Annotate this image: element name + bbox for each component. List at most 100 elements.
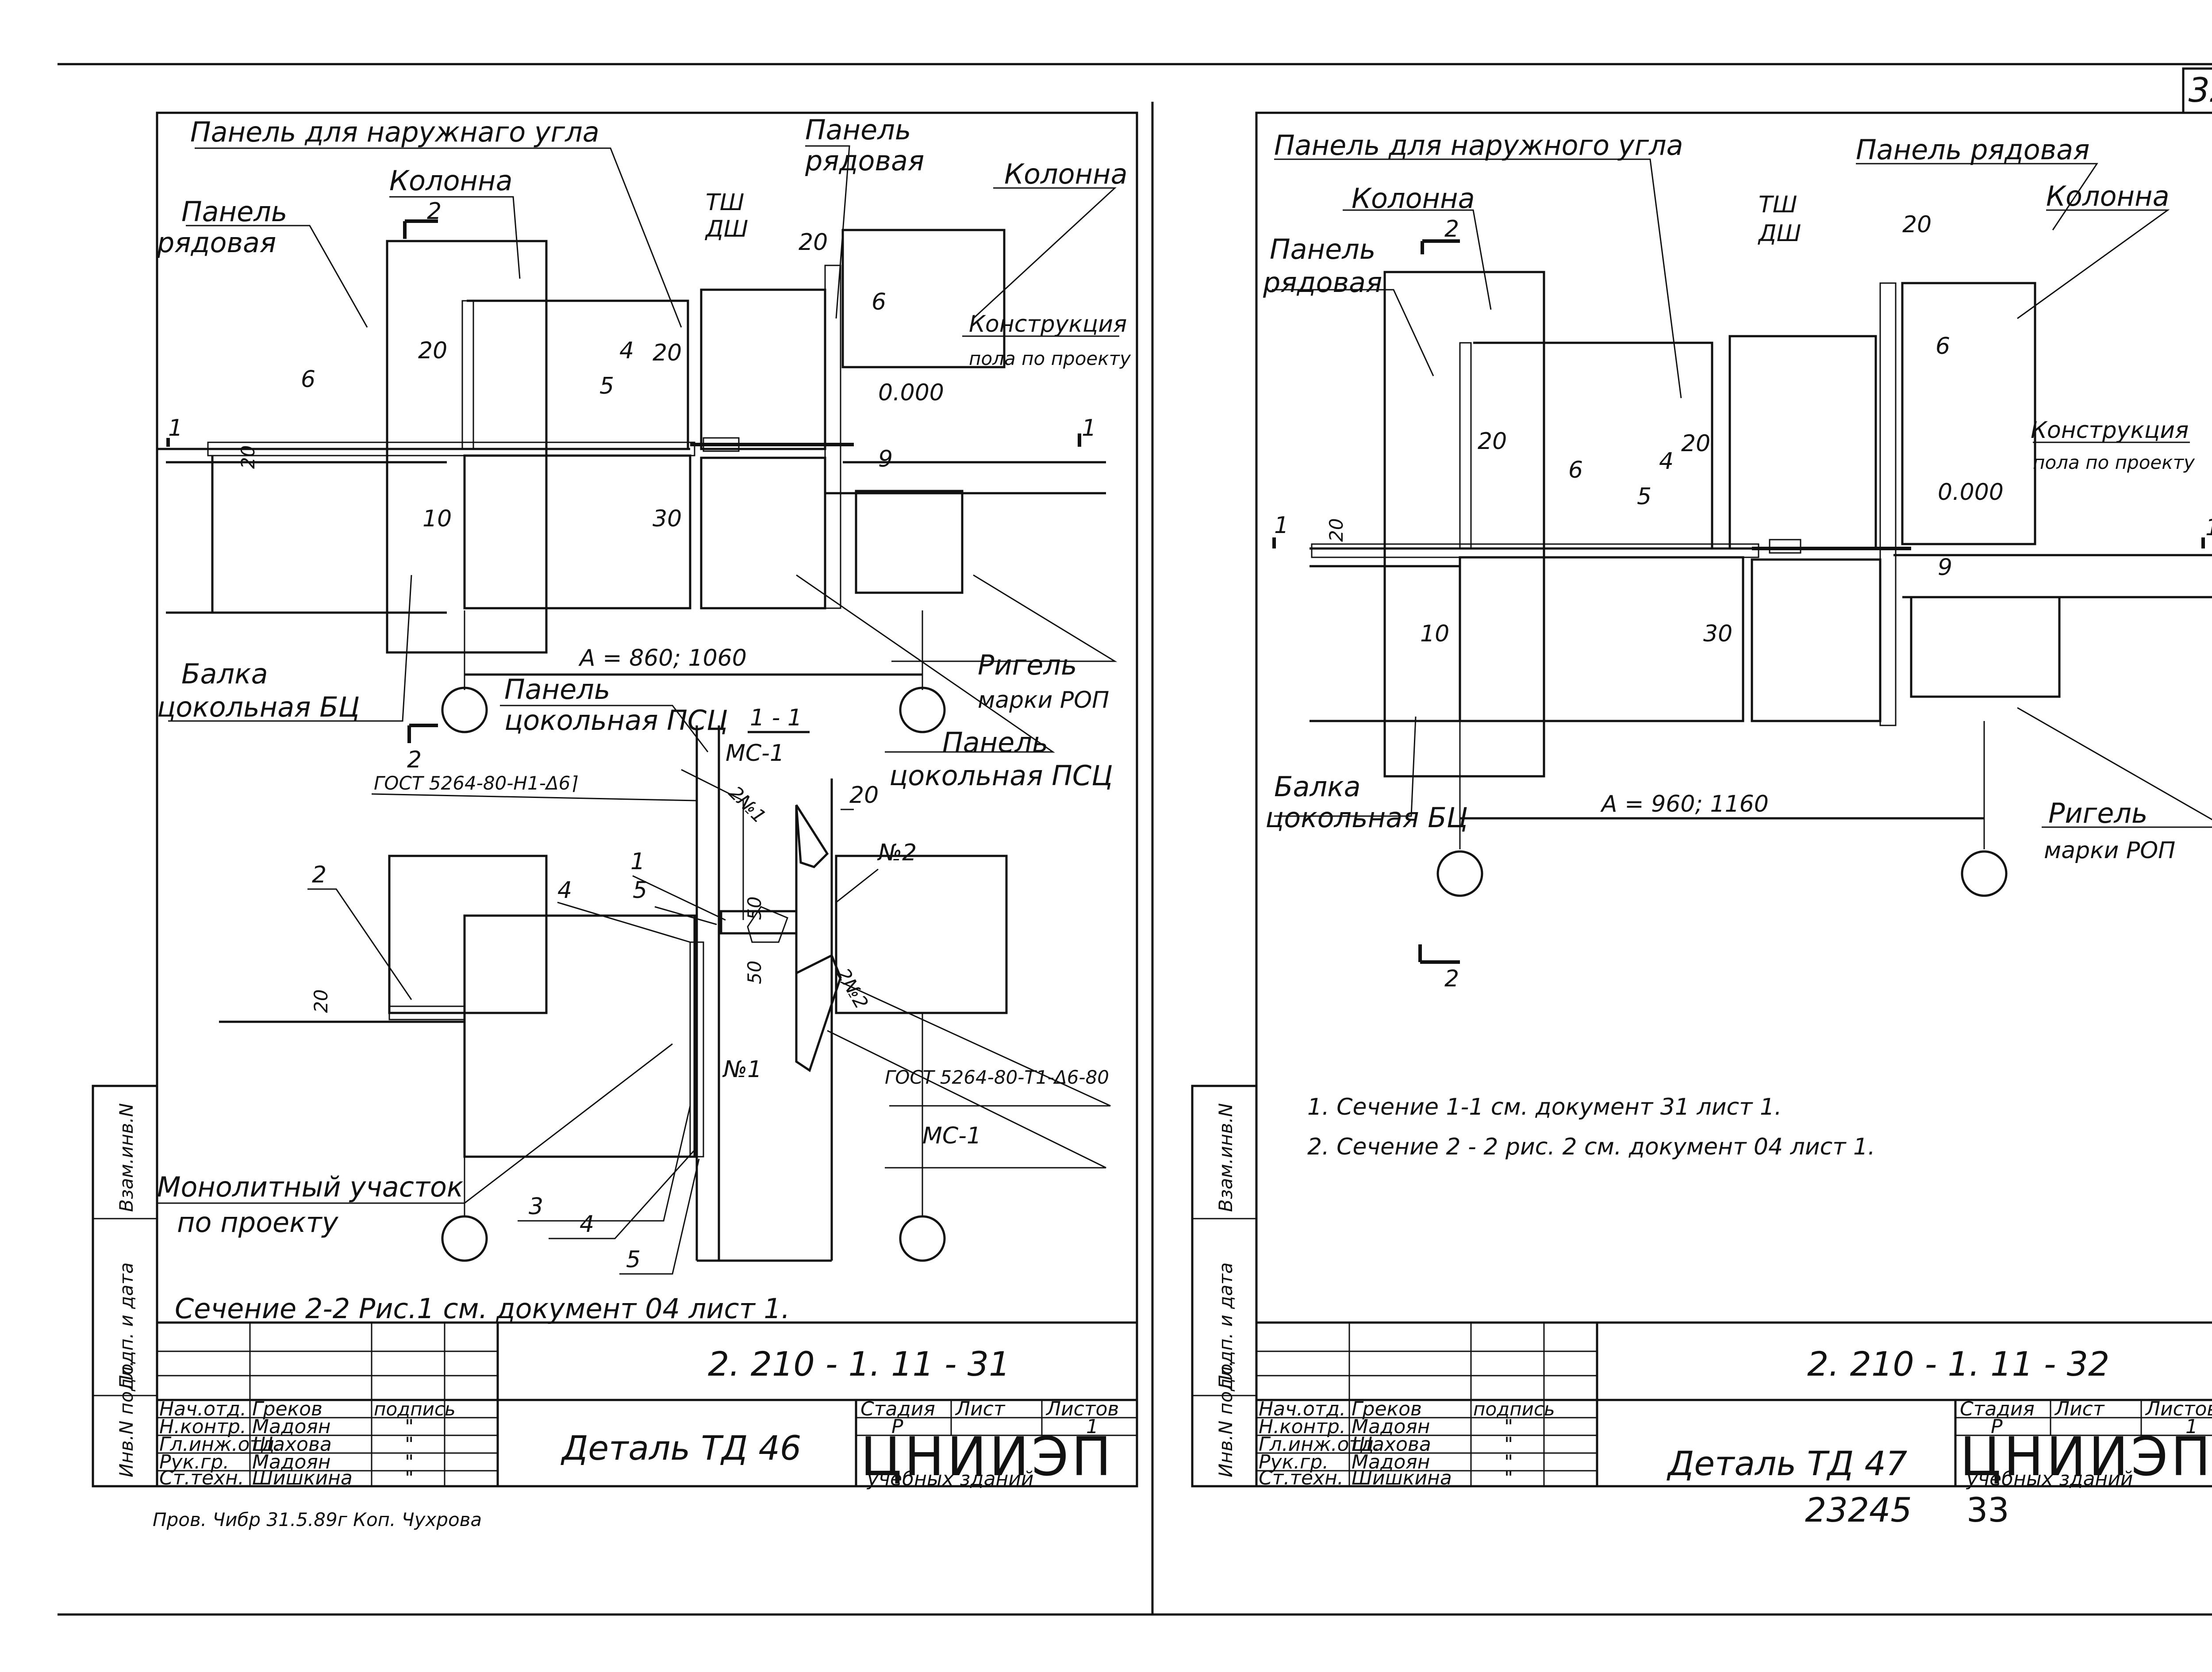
label-tsh: ТШ: [706, 189, 744, 216]
r-cut-mark-2-bottom: 2: [1444, 966, 1459, 992]
left-stage-header: Стадия: [860, 1398, 935, 1420]
stamp-sign-left: Подп. и дата: [115, 1262, 137, 1389]
label-level: 0.000: [878, 380, 944, 406]
label-plinth-panel-1: Панель: [504, 673, 610, 706]
right-side-stamp: [1191, 1085, 1258, 1488]
label-dsh: ДШ: [705, 216, 748, 242]
label-section-1-1: 1 - 1: [750, 705, 802, 731]
left-doc-code: 2. 210 - 1. 11 - 31: [708, 1344, 1010, 1384]
r-label-level: 0.000: [1938, 479, 2004, 506]
right-sign-2: ": [1504, 1433, 1513, 1456]
label-panel-outer-corner: Панель для наружнаго угла: [190, 116, 599, 148]
left-sheets: 1: [1086, 1415, 1098, 1438]
note-2: 2. Сечение 2 - 2 рис. 2 см. документ 04 …: [1307, 1134, 1875, 1160]
callout-5-bottom: 5: [626, 1246, 641, 1273]
r-label-construction-1: Конструкция: [2031, 417, 2189, 444]
left-frame: [156, 111, 1138, 1488]
label-mc1-top: МС-1: [726, 740, 784, 767]
label-gost-bottom: ГОСТ 5264-80-Т1-Δ6-80: [885, 1066, 1109, 1088]
dim-20-e: 20: [849, 782, 879, 809]
r-callout-5: 5: [1637, 483, 1651, 510]
label-2n1: 2№1: [725, 782, 770, 827]
callout-4-mid: 4: [557, 877, 572, 904]
label-panel-row-2: рядовая: [157, 226, 276, 259]
right-plan-detail: [1272, 158, 2212, 964]
right-role-4: Ст.техн.: [1259, 1467, 1344, 1489]
r-label-panel-row-2: рядовая: [1263, 266, 1382, 299]
label-construction-2: пола по проекту: [969, 348, 1131, 369]
label-monolith-2: по проекту: [177, 1206, 339, 1239]
left-footer: Пров. Чибр 31.5.89г Коп. Чухрова: [153, 1509, 482, 1530]
r-label-construction-2: пола по проекту: [2033, 452, 2195, 473]
label-monolith-1: Монолитный участок: [157, 1171, 464, 1203]
r-dim-20-c: 20: [1902, 211, 1932, 238]
label-beam-2: цокольная БЦ: [157, 691, 360, 723]
right-sheet-header: Лист: [2054, 1398, 2105, 1420]
r-dim-20-b: 20: [1681, 430, 1710, 457]
right-role-2: Гл.инж.отд.: [1259, 1433, 1380, 1456]
label-plinth-panel-r1: Панель: [942, 726, 1048, 759]
right-footer-left: 23245: [1805, 1490, 1912, 1530]
right-detail-title: Деталь ТД 47: [1667, 1444, 1907, 1483]
right-title-block: [1256, 1321, 2212, 1486]
label-girder-1: Ригель: [978, 649, 1077, 681]
left-name-3: Мадоян: [252, 1451, 331, 1473]
right-institute: ЦНИИЭП: [1960, 1427, 2212, 1488]
dim-20-b: 20: [653, 340, 682, 366]
r-label-column: Колонна: [1352, 182, 1475, 215]
cut-mark-2-bottom: 2: [407, 747, 422, 773]
left-detail-title: Деталь ТД 46: [561, 1428, 801, 1468]
r-label-dim-a: А = 960; 1160: [1600, 791, 1769, 817]
r-callout-4: 4: [1659, 448, 1674, 475]
r-label-beam-1: Балка: [1274, 771, 1361, 803]
r-label-girder-2: марки РОП: [2044, 837, 2175, 864]
right-name-1: Мадоян: [1352, 1415, 1430, 1438]
label-gost-top: ГОСТ 5264-80-Н1-Δ6⌉: [374, 772, 578, 794]
r-label-beam-2: цокольная БЦ: [1265, 801, 1468, 834]
r-cut-mark-2-top: 2: [1444, 216, 1459, 242]
r-label-panel-outer-corner: Панель для наружного угла: [1274, 129, 1683, 161]
r-callout-6-right: 6: [1936, 333, 1950, 360]
left-stage: Р: [891, 1415, 903, 1438]
right-doc-code: 2. 210 - 1. 11 - 32: [1807, 1344, 2109, 1384]
left-role-0: Нач.отд.: [159, 1398, 246, 1420]
right-sheets: 1: [2185, 1415, 2198, 1438]
right-sign-4: ": [1504, 1467, 1513, 1489]
right-name-4: Шишкина: [1352, 1467, 1452, 1489]
callout-4-top: 4: [619, 337, 634, 364]
left-institute-sub: учебных зданий: [866, 1468, 1034, 1490]
label-n2: №2: [877, 840, 917, 866]
left-sign-1: ": [405, 1415, 414, 1438]
r-label-tsh: ТШ: [1759, 192, 1797, 218]
stamp-replace-right: Взам.инв.N: [1215, 1103, 1237, 1212]
callout-6-left: 6: [301, 366, 315, 393]
r-label-girder-1: Ригель: [2048, 797, 2148, 829]
label-girder-2: марки РОП: [978, 687, 1109, 713]
right-stage-header: Стадия: [1960, 1398, 2035, 1420]
left-sheets-header: Листов: [1045, 1398, 1119, 1420]
right-stage: Р: [1991, 1415, 2003, 1438]
label-panel-row-top-2: рядовая: [805, 145, 924, 177]
left-sign-3: ": [405, 1451, 414, 1473]
callout-2: 2: [312, 862, 326, 888]
left-section-note: Сечение 2-2 Рис.1 см. документ 04 лист 1…: [175, 1292, 790, 1325]
right-role-3: Рук.гр.: [1259, 1451, 1329, 1473]
right-role-1: Н.контр.: [1259, 1415, 1346, 1438]
label-plinth-panel-r2: цокольная ПСЦ: [889, 759, 1113, 792]
left-name-2: Шахова: [252, 1433, 332, 1456]
note-1: 1. Сечение 1-1 см. документ 31 лист 1.: [1307, 1094, 1782, 1120]
stamp-sign-right: Подп. и дата: [1215, 1262, 1237, 1389]
r-dim-20-a: 20: [1478, 428, 1507, 455]
left-title-block: [157, 1321, 1137, 1486]
r-dim-10: 10: [1420, 621, 1449, 647]
right-institute-sub: учебных зданий: [1966, 1468, 2133, 1490]
left-name-4: Шишкина: [252, 1467, 353, 1489]
right-name-0: Греков: [1352, 1398, 1422, 1420]
dim-50-a: 50: [744, 897, 765, 920]
label-column-right: Колонна: [1004, 158, 1128, 190]
right-name-2: Шахова: [1352, 1433, 1431, 1456]
left-name-0: Греков: [252, 1398, 323, 1420]
dim-10: 10: [422, 506, 452, 532]
left-sign-header: подпись: [374, 1398, 456, 1420]
